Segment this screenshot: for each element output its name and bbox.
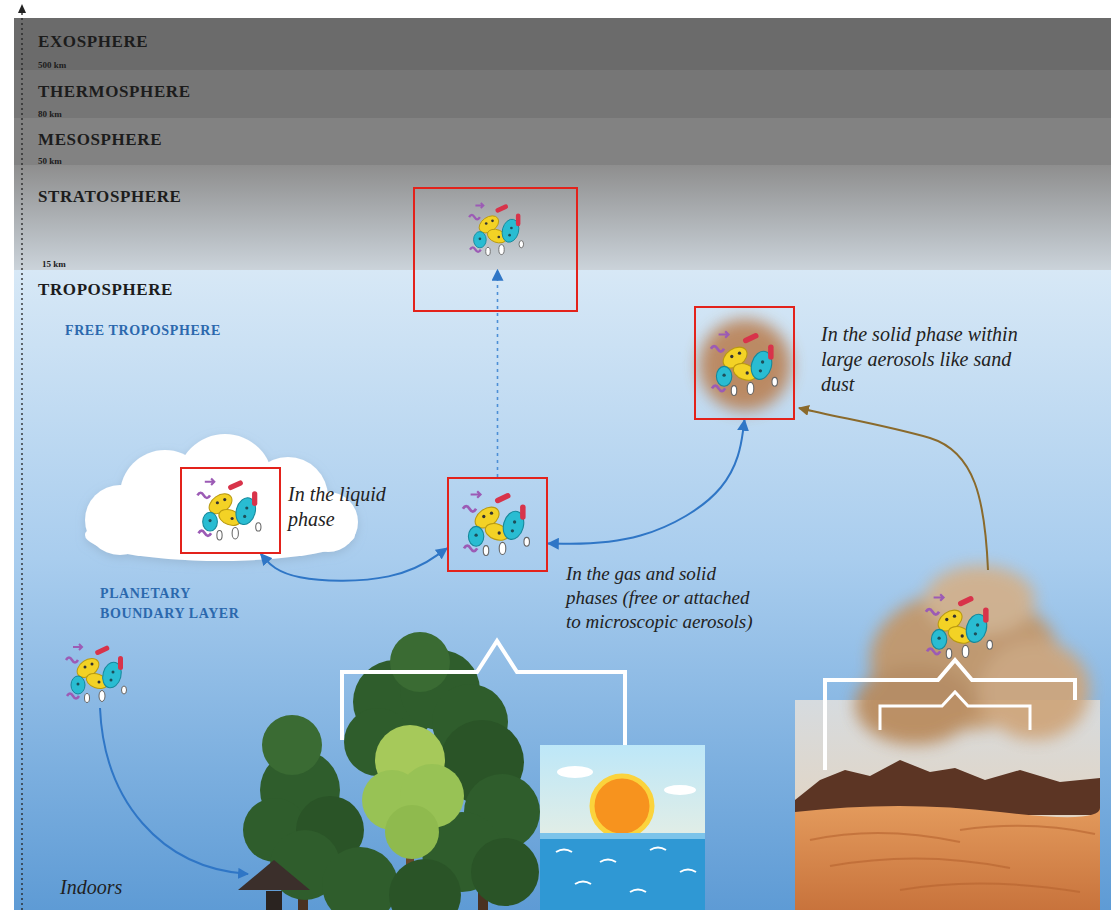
zone-label: PLANETARY BOUNDARY LAYER — [100, 584, 268, 625]
microbe-cluster — [926, 594, 993, 658]
zone-label: FREE TROPOSPHERE — [65, 321, 221, 341]
atmosphere-layers — [14, 18, 1111, 70]
phase-caption: In the gas and solid phases (free or att… — [566, 562, 766, 634]
altitude-label: 80 km — [38, 109, 62, 119]
dust-cloud — [855, 565, 1090, 745]
atmosphere-band: MESOSPHERE — [14, 118, 1111, 165]
altitude-label: 50 km — [38, 156, 62, 166]
place-label: Indoors — [60, 876, 122, 899]
sea-sunset — [540, 745, 705, 910]
transport-arrows — [100, 708, 248, 874]
atmosphere-band: THERMOSPHERE — [14, 70, 1111, 118]
atmosphere-layers — [14, 70, 1111, 118]
desert — [810, 826, 1095, 892]
sea-sunset — [556, 848, 696, 893]
atmosphere-band: EXOSPHERE — [14, 18, 1111, 70]
source-brackets — [825, 660, 1075, 770]
layer-name: TROPOSPHERE — [38, 280, 173, 300]
layer-name: THERMOSPHERE — [38, 82, 191, 102]
stratosphere-sample — [414, 188, 577, 311]
trees — [389, 859, 461, 910]
house — [238, 860, 310, 910]
altitude-axis — [18, 4, 26, 910]
altitude-label: 15 km — [42, 259, 66, 269]
phase-box: In the liquid phase — [180, 467, 281, 554]
place-label: Indoors — [60, 876, 122, 899]
dust-glow — [699, 319, 791, 411]
microbe-cluster — [463, 491, 530, 555]
microbe-cluster — [711, 331, 778, 395]
atmosphere-band: STRATOSPHERE — [14, 165, 1111, 270]
altitude-label: 80 km — [38, 109, 62, 119]
trees — [390, 632, 450, 692]
phase-caption: In the solid phase within large aerosols… — [821, 322, 1036, 397]
atmosphere-layers — [14, 165, 1111, 270]
layer-name: MESOSPHERE — [38, 130, 162, 150]
trees — [471, 838, 539, 906]
sea-sunset — [540, 745, 705, 910]
house — [266, 891, 282, 910]
altitude-axis — [21, 12, 22, 910]
layer-name: STRATOSPHERE — [38, 187, 182, 207]
transport-arrows — [100, 408, 988, 874]
altitude-label: 500 km — [38, 60, 66, 70]
sea-sunset — [557, 766, 593, 778]
stratosphere-sample — [469, 203, 523, 256]
sea-sunset — [592, 776, 652, 836]
phase-box: In the gas and solid phases (free or att… — [447, 477, 548, 572]
desert — [795, 806, 1100, 910]
atmosphere-layers — [14, 270, 1111, 910]
trees — [322, 847, 398, 910]
transport-arrows — [799, 408, 988, 570]
phase-caption: In the liquid phase — [288, 482, 413, 532]
atmosphere-layers — [14, 18, 1111, 910]
source-brackets — [342, 641, 625, 745]
source-brackets — [342, 641, 1075, 770]
house — [238, 860, 310, 890]
zone-label: PLANETARY BOUNDARY LAYER — [100, 584, 268, 625]
sea-sunset — [540, 833, 705, 910]
dust-glow — [699, 319, 791, 411]
trees — [262, 715, 322, 775]
zone-label: FREE TROPOSPHERE — [65, 321, 221, 341]
phase-box: In the solid phase within large aerosols… — [694, 306, 795, 420]
altitude-label: 500 km — [38, 60, 66, 70]
connector-arrow — [497, 270, 499, 477]
microbe-cluster — [66, 644, 127, 703]
sea-sunset — [540, 833, 705, 839]
atmosphere-layers — [14, 118, 1111, 165]
source-brackets — [880, 692, 1030, 730]
altitude-label: 50 km — [38, 156, 62, 166]
connector-arrow — [548, 420, 745, 544]
altitude-axis — [18, 4, 26, 13]
layer-name: EXOSPHERE — [38, 32, 148, 52]
altitude-label: 15 km — [42, 259, 66, 269]
desert — [795, 760, 1100, 815]
connector-arrow — [261, 548, 447, 580]
microbe-cluster — [197, 479, 261, 540]
stratosphere-sample — [414, 188, 577, 311]
trees — [385, 805, 439, 859]
sea-sunset — [664, 785, 696, 795]
